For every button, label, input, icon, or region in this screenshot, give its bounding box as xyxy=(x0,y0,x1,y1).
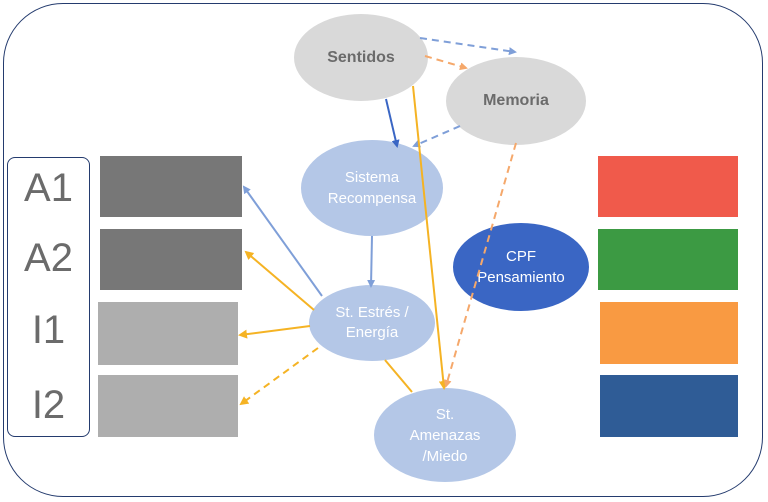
rect-i1 xyxy=(98,302,238,365)
rect-a2 xyxy=(100,229,242,290)
label-i1: I1 xyxy=(31,308,66,352)
node-cpf-line2: Pensamiento xyxy=(477,269,565,286)
node-memoria: Memoria xyxy=(446,57,586,145)
rect-i2 xyxy=(98,375,238,437)
arrow-estres-amenazas xyxy=(384,359,413,393)
node-sentidos: Sentidos xyxy=(294,14,428,101)
arrow-sentidos-memoria-orange xyxy=(424,55,468,71)
arrow-estres-a2 xyxy=(244,250,315,311)
label-box xyxy=(7,157,90,437)
rect-orange xyxy=(600,302,738,364)
node-memoria-label: Memoria xyxy=(483,92,549,109)
arrow-estres-a1 xyxy=(242,185,323,297)
rect-a1 xyxy=(100,156,242,217)
arrow-memoria-amenazas xyxy=(443,142,517,388)
node-amenazas-line1: St. xyxy=(435,405,455,423)
node-sistema-recompensa: Sistema Recompensa xyxy=(301,140,443,236)
arrow-sentidos-sistema xyxy=(385,98,400,148)
node-sistema-line1: Sistema xyxy=(344,169,400,186)
node-estres-energia: St. Estrés / Energía xyxy=(309,285,435,361)
arrow-memoria-sistema xyxy=(412,125,461,148)
arrow-sentidos-memoria-blue xyxy=(419,37,517,56)
label-a2: A2 xyxy=(24,236,73,280)
node-cpf-line1: CPF xyxy=(506,248,536,265)
node-amenazas-miedo: St. Amenazas /Miedo xyxy=(374,388,516,482)
label-a1: A1 xyxy=(24,166,73,210)
rect-green xyxy=(598,229,738,290)
arrow-estres-i2 xyxy=(239,347,319,406)
node-sistema-line2: Recompensa xyxy=(327,190,417,207)
outer-frame xyxy=(3,3,763,497)
node-cpf-pensamiento: CPF Pensamiento xyxy=(453,223,589,311)
arrow-estres-i1 xyxy=(238,325,311,339)
arrow-sentidos-amenazas xyxy=(412,85,448,390)
node-amenazas-line2: Amenazas xyxy=(409,426,481,444)
label-i2: I2 xyxy=(31,383,66,427)
node-estres-line2: Energía xyxy=(345,324,399,341)
rect-red xyxy=(598,156,738,217)
arrow-sistema-estres xyxy=(367,235,376,288)
node-sentidos-label: Sentidos xyxy=(327,48,395,66)
node-amenazas-line3: /Miedo xyxy=(422,447,468,465)
rect-navy xyxy=(600,375,738,437)
node-estres-line1: St. Estrés / xyxy=(335,304,409,321)
